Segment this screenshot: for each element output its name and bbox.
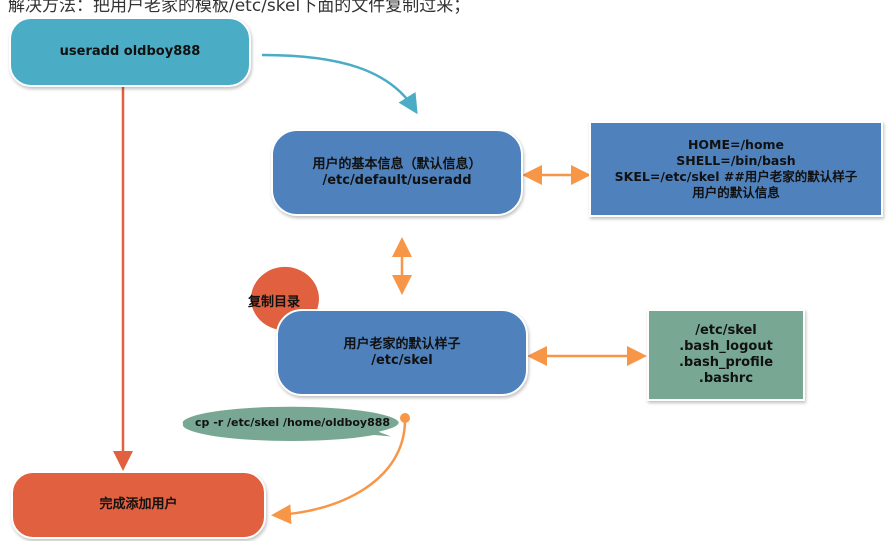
done-node: 完成添加用户	[11, 471, 266, 539]
default-info-node: 用户的基本信息（默认信息） /etc/default/useradd	[271, 129, 523, 216]
useradd-label: useradd oldboy888	[59, 44, 201, 59]
cp-anchor-dot	[400, 413, 410, 423]
heading-text: 解决方法：把用户老家的模板/etc/skel下面的文件复制过来；	[8, 0, 471, 16]
skel-files-label: /etc/skel .bash_logout .bash_profile .ba…	[678, 323, 774, 386]
skel-node: 用户老家的默认样子 /etc/skel	[276, 309, 528, 396]
default-values-node: HOME=/home SHELL=/bin/bash SKEL=/etc/ske…	[589, 121, 883, 217]
done-label: 完成添加用户	[99, 497, 178, 512]
useradd-node: useradd oldboy888	[9, 17, 251, 87]
cp-command-label: cp -r /etc/skel /home/oldboy888	[195, 416, 391, 429]
default-info-label: 用户的基本信息（默认信息） /etc/default/useradd	[312, 156, 482, 188]
arrow-cp-to-done	[271, 419, 407, 525]
copy-callout-label: 复制目录	[248, 295, 301, 310]
cp-ellipse	[180, 404, 401, 444]
skel-label: 用户老家的默认样子 /etc/skel	[343, 336, 461, 368]
default-values-label: HOME=/home SHELL=/bin/bash SKEL=/etc/ske…	[614, 137, 858, 200]
arrow-useradd-to-info	[261, 53, 418, 115]
skel-files-node: /etc/skel .bash_logout .bash_profile .ba…	[647, 309, 805, 401]
